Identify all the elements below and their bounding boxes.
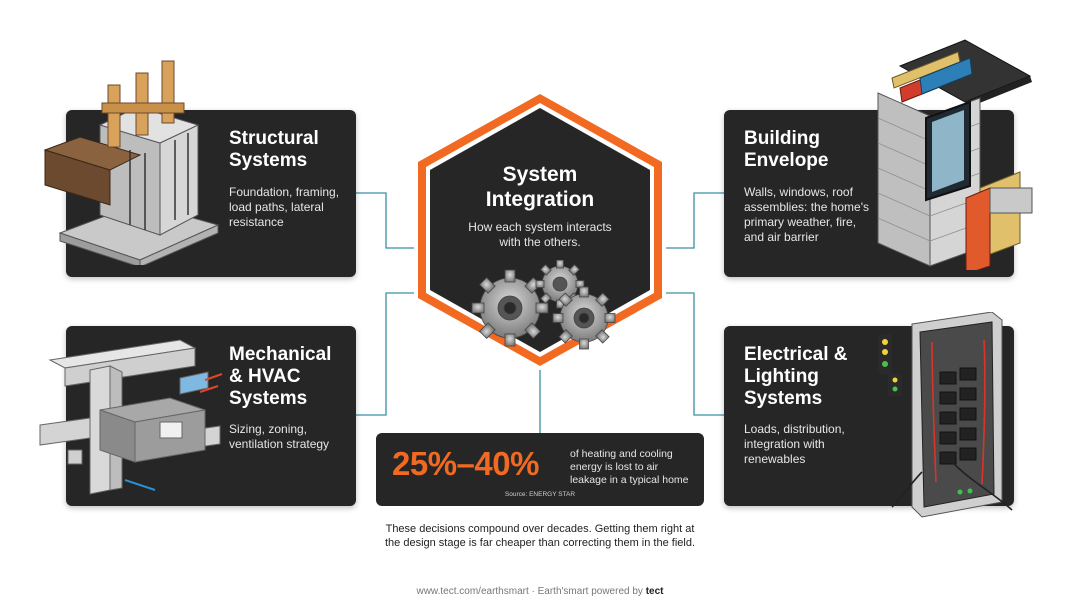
hub-subtitle: How each system interacts with the other…: [468, 220, 612, 249]
mechanical-title: Mechanical & HVAC Systems: [229, 344, 332, 409]
footnote: These decisions compound over decades. G…: [384, 523, 695, 549]
wall-assembly-illustration: [877, 39, 1033, 270]
mechanical-description: Sizing, zoning, ventilation strategy: [229, 422, 330, 451]
hub-title: System Integration: [485, 163, 595, 211]
electrical-panel-illustration: [878, 312, 1013, 518]
electrical-description: Loads, distribution, integration with re…: [744, 422, 845, 466]
gears-icon: [471, 260, 616, 350]
electrical-title: Electrical & Lighting Systems: [744, 344, 848, 409]
foundation-framing-illustration: [43, 60, 220, 265]
footer: www.tect.com/earthsmart · Earth'smart po…: [0, 586, 1080, 597]
envelope-title: Building Envelope: [744, 128, 829, 171]
stat-value: 25%–40%: [392, 445, 539, 482]
structural-description: Foundation, framing, load paths, lateral…: [229, 185, 340, 229]
footer-brand: tect: [645, 586, 664, 597]
structural-title: Structural Systems: [229, 128, 319, 171]
stat-description: of heating and cooling energy is lost to…: [570, 448, 689, 486]
stat-source: Source: ENERGY STAR: [504, 491, 576, 498]
system-integration-hub: System Integration How each system inter…: [410, 90, 670, 370]
envelope-description: Walls, windows, roof assemblies: the hom…: [744, 185, 870, 244]
footer-link[interactable]: www.tect.com/earthsmart · Earth'smart po…: [416, 586, 646, 597]
hvac-ductwork-illustration: [39, 339, 223, 495]
air-leakage-stat: 25%–40% of heating and cooling energy is…: [376, 433, 704, 506]
